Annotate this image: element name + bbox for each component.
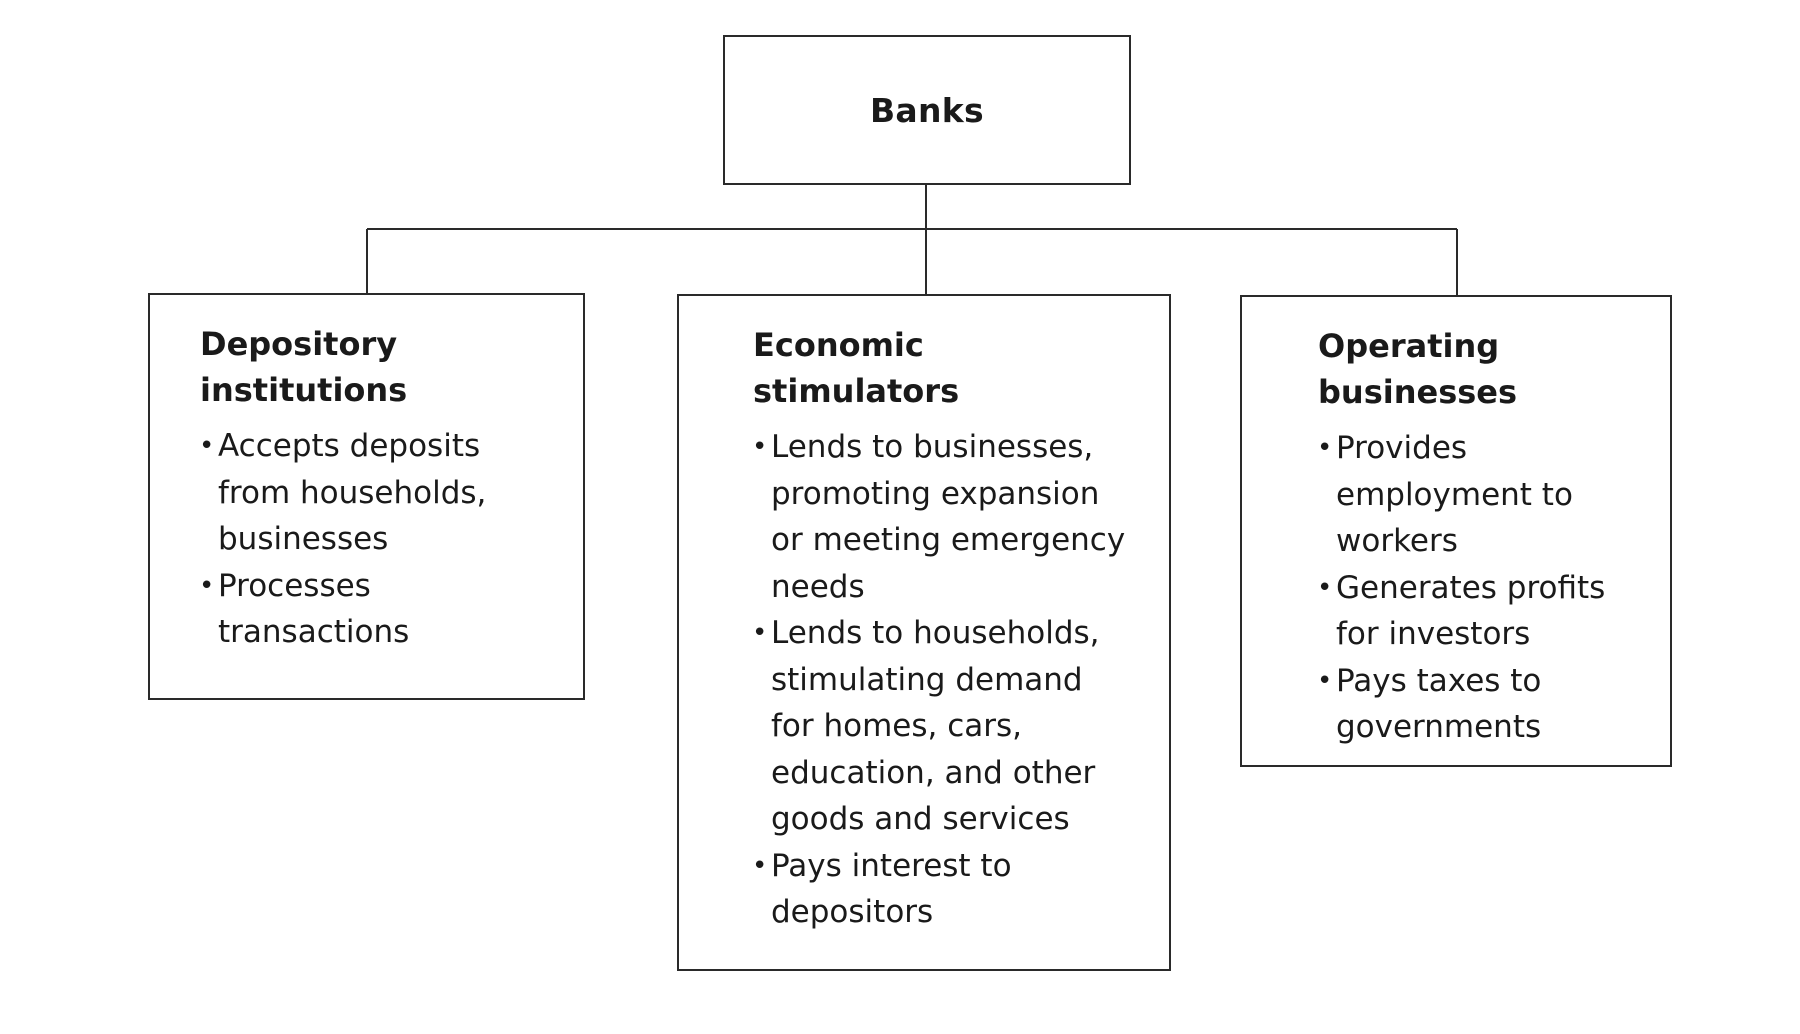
node-economic-stimulators: Economic stimulators Lends to businesses… xyxy=(677,294,1171,971)
bullet-item: Generates profits for investors xyxy=(1317,565,1650,658)
node-depository-institutions: Depository institutions Accepts deposits… xyxy=(148,293,585,700)
root-node-banks: Banks xyxy=(723,35,1131,185)
node-title: Depository institutions xyxy=(200,325,408,409)
bullet-item: Provides employment to workers xyxy=(1317,425,1650,565)
bullet-item: Lends to households, stimulating demand … xyxy=(752,610,1149,843)
root-node-title: Banks xyxy=(869,90,984,130)
bullet-list: Accepts deposits from households, busine… xyxy=(199,423,563,656)
bullet-item: Accepts deposits from households, busine… xyxy=(199,423,563,563)
node-title: Operating businesses xyxy=(1318,327,1518,411)
node-operating-businesses: Operating businesses Provides employment… xyxy=(1240,295,1672,767)
bullet-item: Lends to businesses, promoting expansion… xyxy=(752,424,1149,610)
node-title: Economic stimulators xyxy=(753,326,960,410)
bullet-list: Provides employment to workers Generates… xyxy=(1317,425,1650,751)
bullet-list: Lends to businesses, promoting expansion… xyxy=(752,424,1149,936)
bullet-item: Pays taxes to governments xyxy=(1317,658,1650,751)
bullet-item: Pays interest to depositors xyxy=(752,843,1149,936)
bullet-item: Processes transactions xyxy=(199,563,563,656)
